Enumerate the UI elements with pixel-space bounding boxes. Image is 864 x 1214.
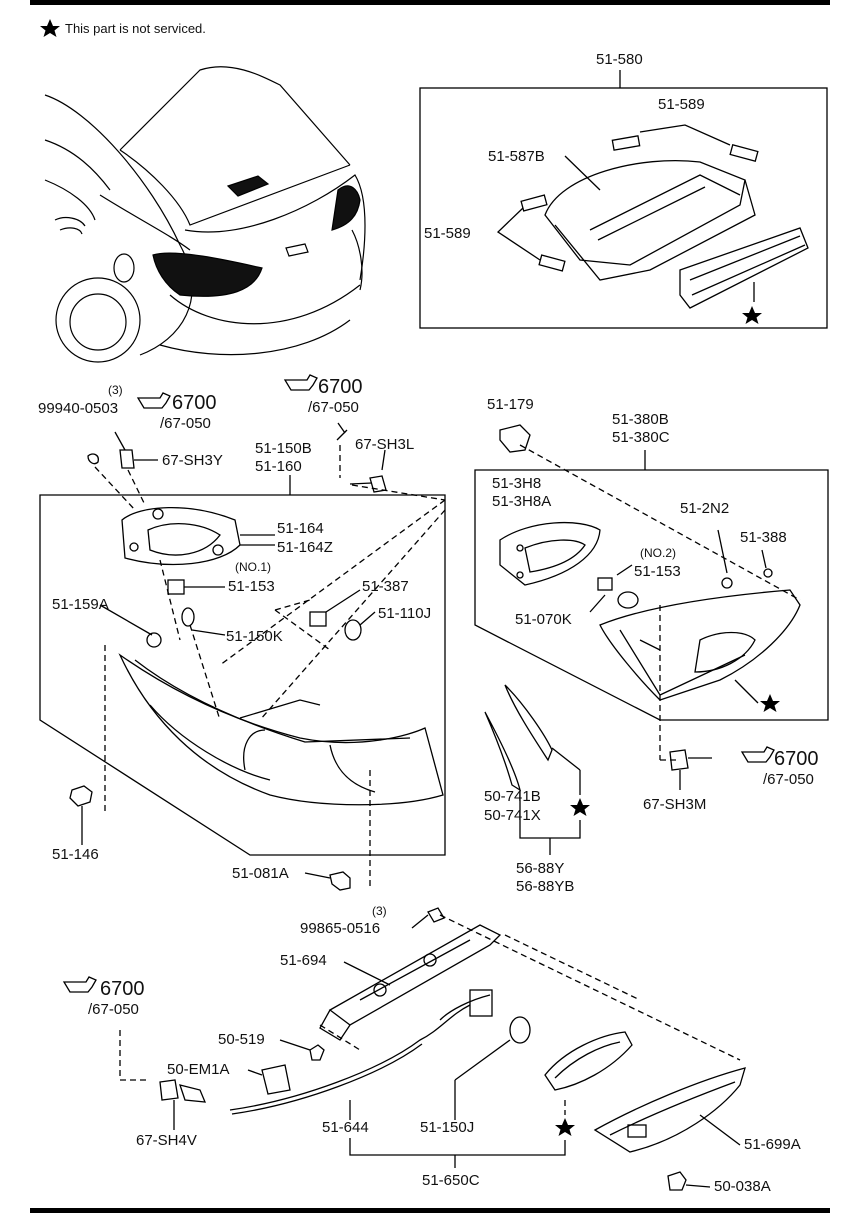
part-label-51-380B: 51-380B xyxy=(612,411,669,428)
part-label-99940-0503: 99940-0503 xyxy=(38,400,119,417)
connector-67-SH4V xyxy=(159,1079,207,1103)
inner-lamp xyxy=(599,589,801,701)
nut-51-081A xyxy=(329,871,351,891)
star-icon xyxy=(555,1118,575,1136)
part-label-51-164: 51-164 xyxy=(277,520,324,537)
connectors xyxy=(87,431,387,493)
box-51-580 xyxy=(419,87,828,329)
seal-51-2N2 xyxy=(721,577,733,589)
pointing-hand-icon xyxy=(740,746,775,763)
connector-67-SH3M xyxy=(669,749,712,771)
part-label-51-589: 51-589 xyxy=(658,96,705,113)
star-icon xyxy=(742,306,762,324)
part-label-56-88Y: 56-88Y xyxy=(516,860,565,877)
part-label-51-2N2: 51-2N2 xyxy=(680,500,730,517)
garnish-50-741 xyxy=(484,684,581,830)
star-icon xyxy=(570,798,590,816)
part-label-51-081A: 51-081A xyxy=(232,865,289,882)
ref-6700[interactable]: 6700 xyxy=(318,376,363,398)
screw-51-146 xyxy=(69,785,93,822)
part-label-50-EM1A: 50-EM1A xyxy=(167,1061,230,1078)
part-label-51-146: 51-146 xyxy=(52,846,99,863)
position-label: (NO.1) xyxy=(235,560,271,574)
harness-51-644 xyxy=(229,989,531,1115)
part-label-51-159A: 51-159A xyxy=(52,596,109,613)
part-label-51-153: 51-153 xyxy=(634,563,681,580)
car-illustration xyxy=(44,66,366,363)
part-label-99865-0516: 99865-0516 xyxy=(300,920,381,937)
pointing-hand-icon xyxy=(283,374,318,391)
bottom-rule xyxy=(30,1208,830,1213)
part-label-67-SH3Y: 67-SH3Y xyxy=(162,452,223,469)
part-label-51-3H8A: 51-3H8A xyxy=(492,493,552,510)
part-label-51-110J: 51-110J xyxy=(378,605,432,622)
note-text: This part is not serviced. xyxy=(65,21,206,36)
position-label: (NO.2) xyxy=(640,546,676,560)
screw-99865 xyxy=(427,907,445,923)
part-label-51-160: 51-160 xyxy=(255,458,302,475)
part-label-51-070K: 51-070K xyxy=(515,611,572,628)
box-51-150B xyxy=(39,494,446,856)
ref-6700[interactable]: 6700 xyxy=(100,978,145,1000)
part-label-51-150B: 51-150B xyxy=(255,440,312,457)
part-label-51-699A: 51-699A xyxy=(744,1136,801,1153)
pointing-hand-icon xyxy=(62,976,97,993)
part-label-51-380C: 51-380C xyxy=(612,429,670,446)
part-label-51-644: 51-644 xyxy=(322,1119,369,1136)
qty-label: (3) xyxy=(372,904,387,918)
part-label-50-519: 50-519 xyxy=(218,1031,265,1048)
license-lamp-bracket xyxy=(319,924,502,1041)
ref-67-050[interactable]: /67-050 xyxy=(308,399,359,416)
ref-67-050[interactable]: /67-050 xyxy=(88,1001,139,1018)
part-label-51-150J: 51-150J xyxy=(420,1119,475,1136)
ref-67-050[interactable]: /67-050 xyxy=(160,415,211,432)
part-label-51-694: 51-694 xyxy=(280,952,327,969)
part-label-51-387: 51-387 xyxy=(362,578,409,595)
tail-lamp-cover xyxy=(121,506,241,566)
part-label-67-SH3L: 67-SH3L xyxy=(355,436,415,453)
license-lamp-51-650C xyxy=(544,1031,633,1091)
socket-51-070K xyxy=(597,577,639,609)
part-label-50-038A: 50-038A xyxy=(714,1178,771,1195)
part-label-67-SH4V: 67-SH4V xyxy=(136,1132,197,1149)
ref-67-050[interactable]: /67-050 xyxy=(763,771,814,788)
top-rule xyxy=(30,0,830,5)
pad-50-EM1A xyxy=(261,1064,291,1095)
part-label-50-741B: 50-741B xyxy=(484,788,541,805)
ref-6700[interactable]: 6700 xyxy=(774,748,819,770)
tail-lamp-outer xyxy=(118,653,444,806)
cover-51-3H8 xyxy=(499,522,601,586)
high-mount-lamp xyxy=(520,135,809,309)
clip-51-179 xyxy=(499,424,531,453)
part-label-51-589: 51-589 xyxy=(424,225,471,242)
garnish-51-699A xyxy=(593,1067,746,1153)
part-label-51-580: 51-580 xyxy=(596,51,643,68)
part-label-51-587B: 51-587B xyxy=(488,148,545,165)
clip-50-519 xyxy=(309,1044,325,1061)
part-label-56-88YB: 56-88YB xyxy=(516,878,575,895)
pointing-hand-icon xyxy=(136,392,171,409)
qty-label: (3) xyxy=(108,383,123,397)
part-label-51-388: 51-388 xyxy=(740,529,787,546)
part-label-51-179: 51-179 xyxy=(487,396,534,413)
part-label-51-150K: 51-150K xyxy=(226,628,283,645)
ref-6700[interactable]: 6700 xyxy=(172,392,217,414)
part-label-51-3H8: 51-3H8 xyxy=(492,475,542,492)
seal-51-388 xyxy=(763,568,773,578)
star-icon xyxy=(760,694,780,712)
screw-50-038A xyxy=(667,1171,687,1191)
part-label-51-153: 51-153 xyxy=(228,578,275,595)
part-label-51-164Z: 51-164Z xyxy=(277,539,333,556)
box-51-380B xyxy=(474,469,829,721)
part-label-50-741X: 50-741X xyxy=(484,807,541,824)
part-label-51-650C: 51-650C xyxy=(422,1172,480,1189)
star-icon xyxy=(40,19,60,37)
part-label-67-SH3M: 67-SH3M xyxy=(643,796,707,813)
bulb-sockets xyxy=(146,579,362,648)
